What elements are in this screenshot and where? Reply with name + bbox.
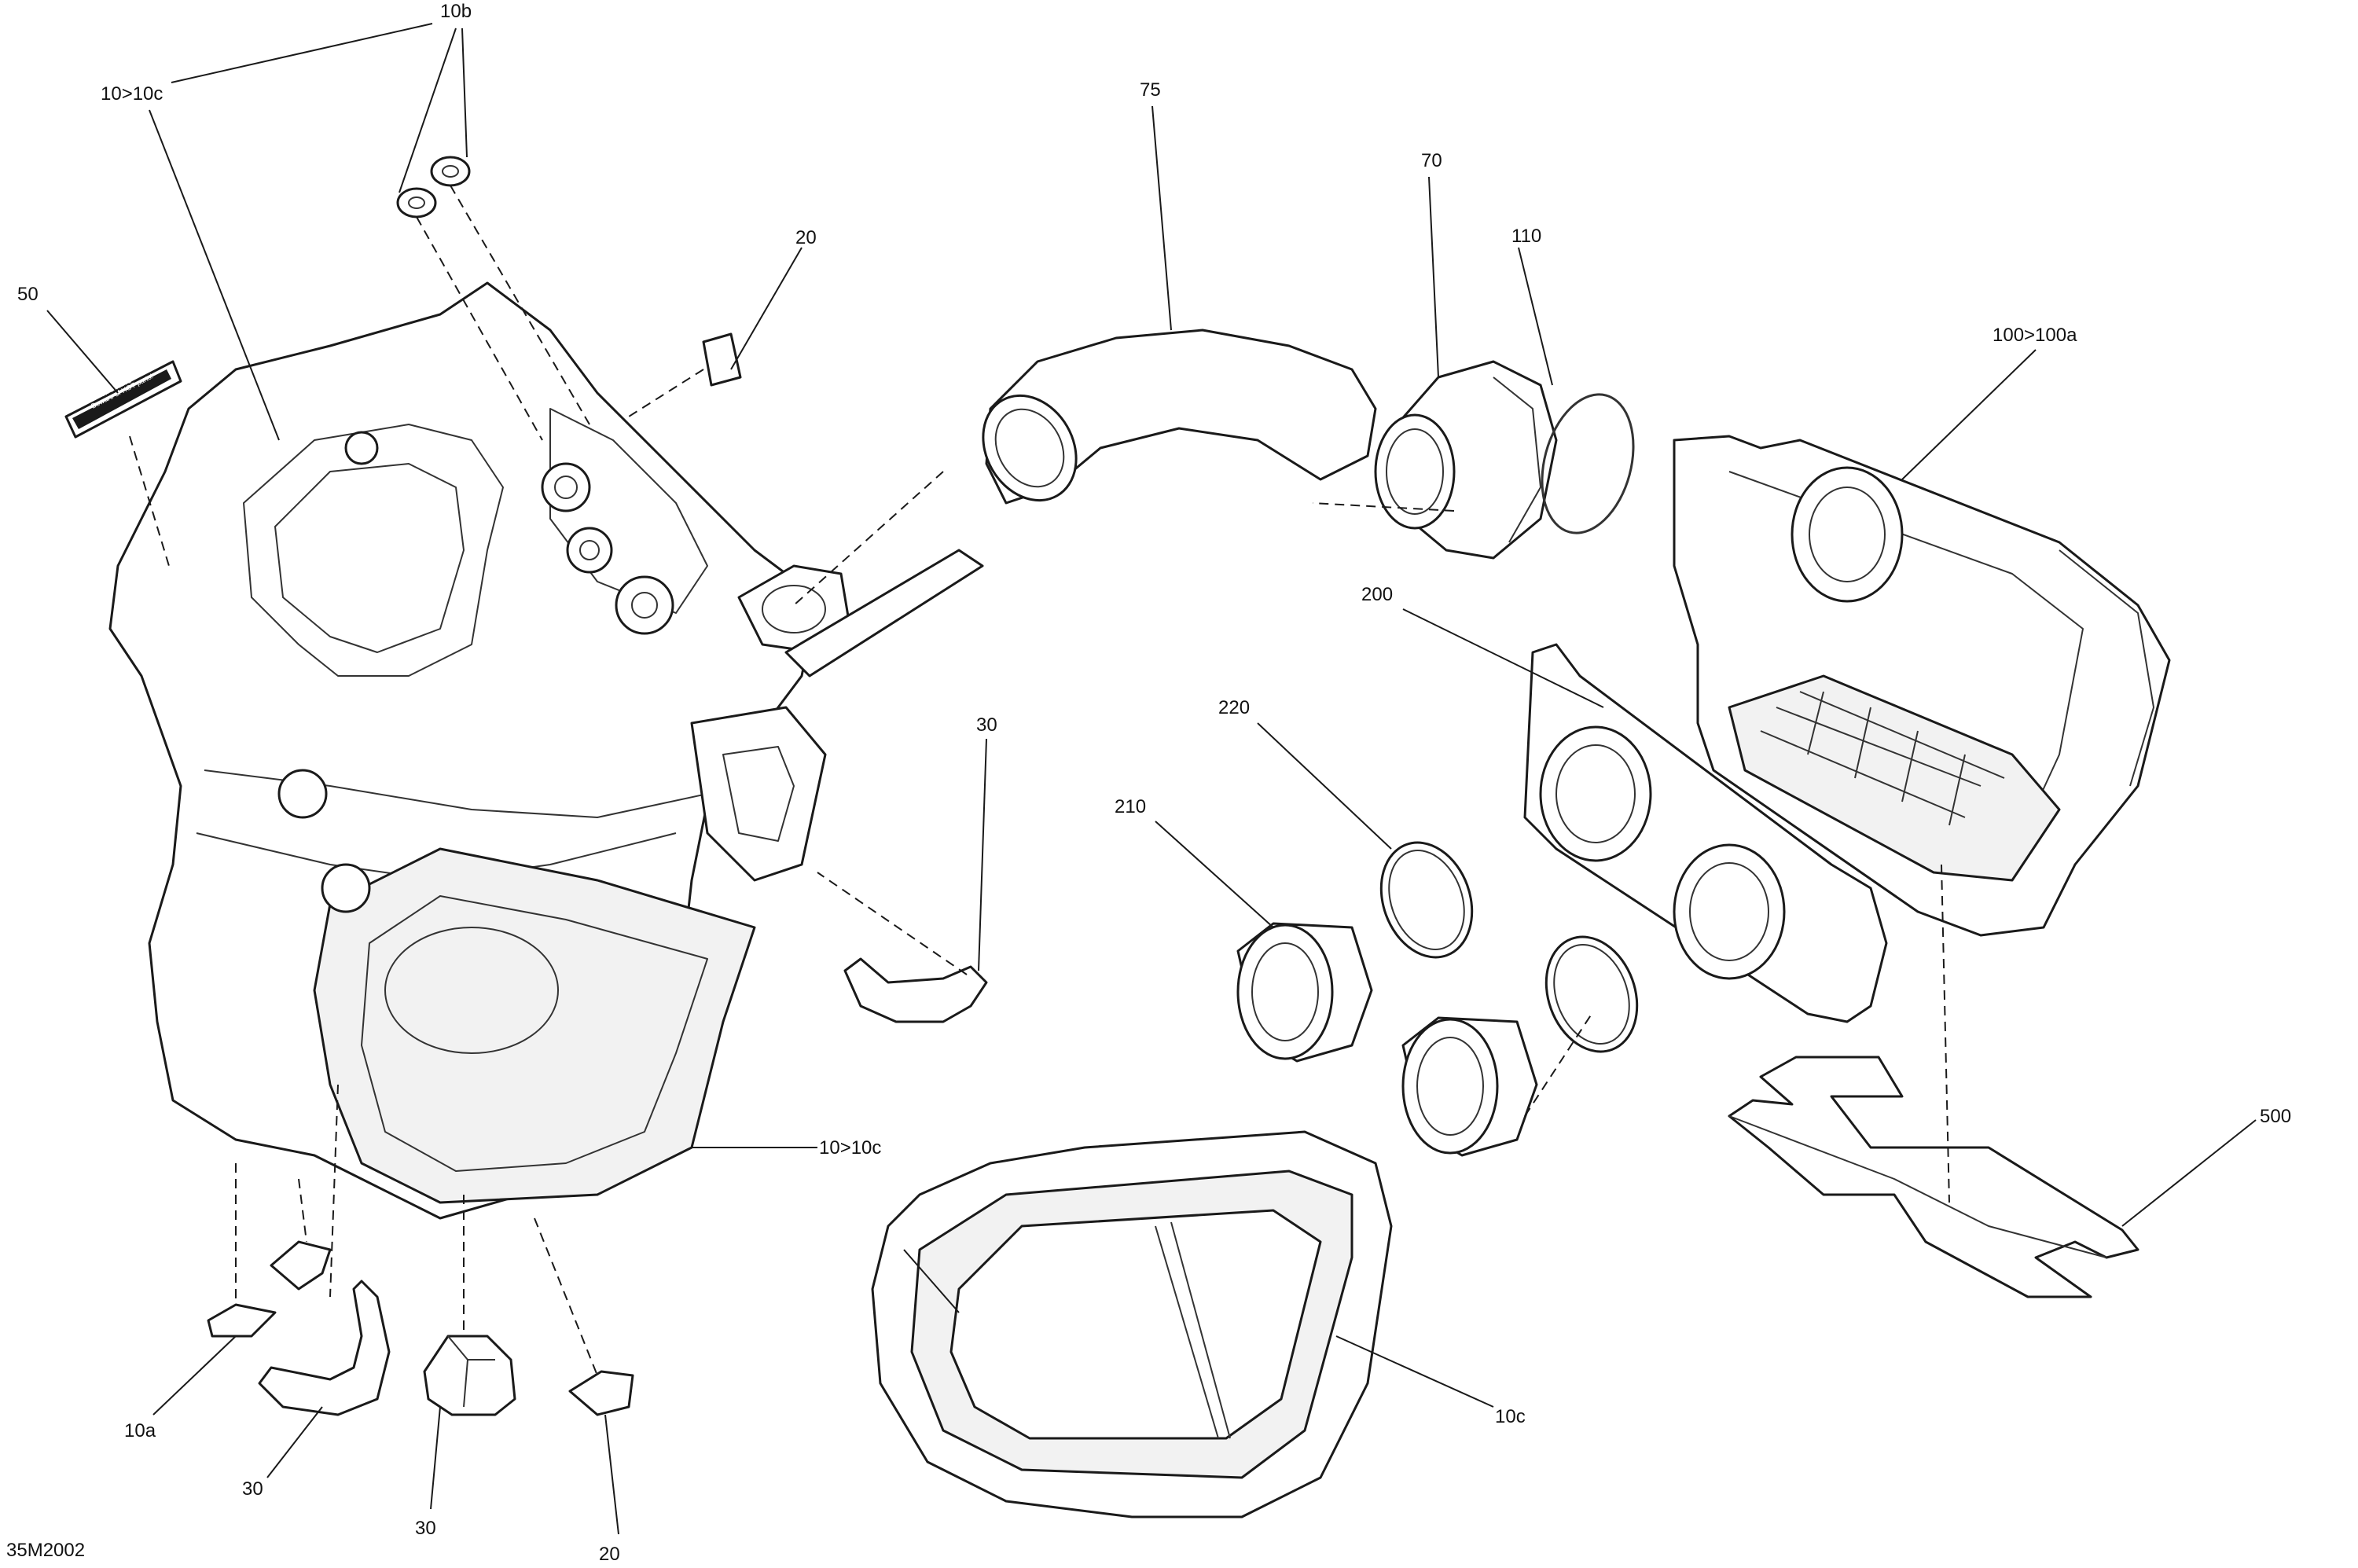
bracket-30-middle (423, 1335, 516, 1416)
callout-labels: 10b 10>10c 50 20 75 70 110 100>100a 200 … (17, 1, 2291, 1565)
bracket-30-left (258, 1280, 391, 1416)
couplings (1236, 922, 1538, 1157)
bracket-30-right (843, 957, 988, 1023)
clip-20-top (702, 332, 742, 387)
callout-10c: 10c (1495, 1406, 1526, 1427)
callout-30-right: 30 (976, 714, 997, 736)
pad-10a (207, 1303, 277, 1338)
callout-10-10c-mid: 10>10c (819, 1137, 881, 1159)
callout-30-bottom-left: 30 (242, 1478, 263, 1500)
assembly-lines (129, 185, 1950, 1376)
callout-500: 500 (2260, 1106, 2291, 1127)
callout-220: 220 (1218, 697, 1250, 718)
clip-20-bottom (568, 1370, 634, 1416)
callout-10b: 10b (440, 1, 472, 22)
warning-sticker: WARNING Beware of HOT parts! (64, 360, 182, 439)
callout-20-bottom: 20 (599, 1544, 620, 1565)
air-filter-housing (1673, 435, 2171, 937)
leader-lines (46, 23, 2257, 1535)
adaptor-plate (1523, 643, 1888, 1023)
callout-75: 75 (1140, 79, 1161, 101)
hose-clamp-110 (1541, 393, 1635, 534)
clamp-220-lower (1544, 935, 1639, 1053)
intake-duct (982, 329, 1377, 505)
callout-110: 110 (1511, 226, 1541, 247)
clip-20-mid (270, 1240, 332, 1291)
callout-30-bottom-middle: 30 (415, 1518, 436, 1539)
callout-70: 70 (1421, 150, 1442, 171)
clamp-220-upper (1379, 841, 1474, 959)
diagram-code: 35M2002 (6, 1540, 85, 1561)
callout-200: 200 (1361, 584, 1393, 605)
callout-100-100a: 100>100a (1993, 325, 2077, 346)
callout-20-top: 20 (795, 227, 817, 248)
callout-210: 210 (1115, 796, 1146, 817)
callout-50: 50 (17, 284, 39, 305)
throttle-adaptor (1374, 360, 1558, 560)
gasket-plate (1728, 1056, 2139, 1298)
callout-10a: 10a (124, 1420, 156, 1441)
air-box-frame (871, 1130, 1393, 1518)
air-box-housing (108, 281, 984, 1220)
callout-10-10c-top: 10>10c (101, 83, 163, 105)
